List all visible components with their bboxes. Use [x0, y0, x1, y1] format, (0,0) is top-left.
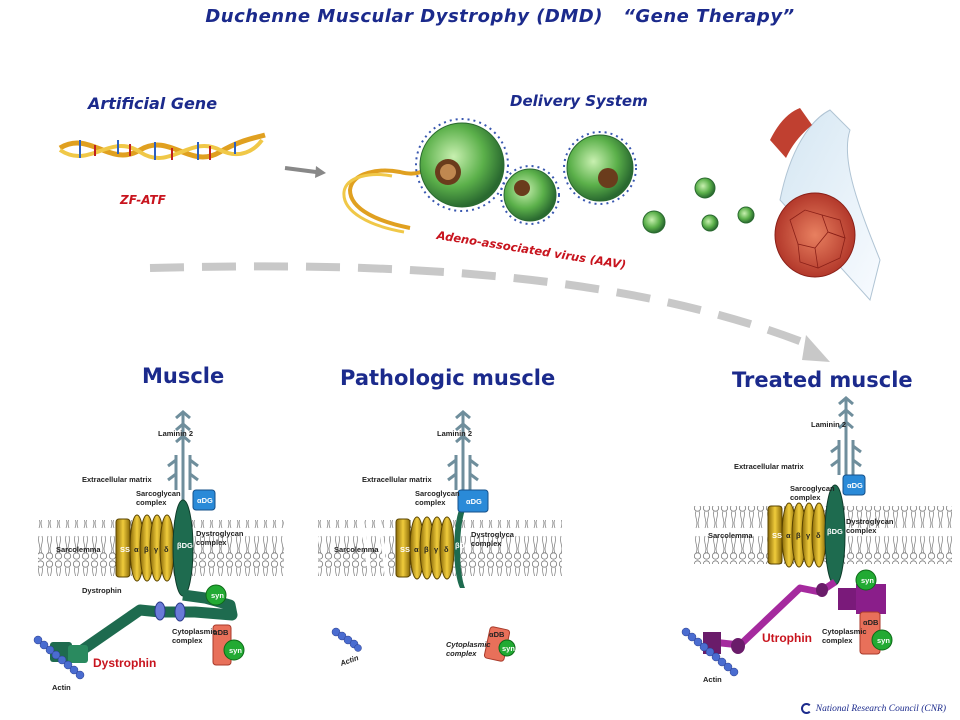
ss-label: SS [400, 545, 411, 554]
flow-arrow-icon [149, 262, 830, 362]
subunit-gamma: γ [434, 545, 439, 554]
subunit-beta: β [796, 531, 801, 540]
subunit-gamma: γ [806, 531, 811, 540]
dystrophin-label: Dystrophin [93, 656, 157, 670]
sarcolemma-label: Sarcolemma [56, 545, 101, 554]
arrow-icon [284, 166, 326, 178]
sarcoglycan-label: Sarcoglycan complex [136, 489, 181, 507]
footer-text: National Research Council (CNR) [815, 703, 946, 714]
actin-label: Actin [52, 683, 71, 692]
cytoplasmic-label: Cytoplasmic complex [822, 627, 867, 645]
laminin-label: Laminin 2 [811, 420, 847, 429]
dystroglycan-label: Dystroglycan complex [196, 529, 244, 547]
pathologic-panel [318, 410, 562, 662]
sarcoglycan-label: Sarcoglycan complex [790, 484, 835, 502]
ss-label: SS [772, 531, 783, 540]
actin-icon [681, 627, 739, 677]
panel-title-treated: Treated muscle [732, 368, 913, 392]
subunit-delta: δ [164, 545, 169, 554]
adb-label: αDB [213, 628, 229, 637]
aav-virus-icon [642, 177, 755, 234]
subunit-delta: δ [444, 545, 449, 554]
panel-title-muscle: Muscle [142, 364, 225, 388]
laminin-label: Laminin 2 [437, 429, 473, 438]
artificial-gene-label: Artificial Gene [88, 94, 218, 113]
dystroglycan-label: Dystroglyca complex [471, 530, 514, 548]
syn-label: syn [211, 591, 224, 600]
dna-helix-icon [58, 132, 266, 160]
adg-label: αDG [197, 496, 213, 505]
subunit-delta: δ [816, 531, 821, 540]
cytoplasmic-label: Cytoplasmic complex [446, 640, 491, 658]
footer: National Research Council (CNR) [800, 703, 946, 714]
ss-label: SS [120, 545, 131, 554]
sarcolemma-label: Sarcolemma [708, 531, 753, 540]
aav-virus-icon [563, 131, 637, 205]
subunit-alpha: α [786, 531, 791, 540]
sarcolemma-label: Sarcolemma [334, 545, 379, 554]
actin-icon [331, 627, 362, 652]
actin-icon [33, 635, 85, 680]
dystroglycan-label: Dystroglycan complex [846, 517, 894, 535]
muscle-panel [33, 410, 284, 680]
adg-label: αDG [466, 497, 482, 506]
aav-virus-icon [415, 118, 509, 212]
laminin-label: Laminin 2 [158, 429, 194, 438]
ecm-label: Extracellular matrix [82, 475, 152, 484]
panel-title-pathologic: Pathologic muscle [340, 366, 556, 390]
subunit-beta: β [144, 545, 149, 554]
syn-label: syn [229, 646, 242, 655]
subunit-gamma: γ [154, 545, 159, 554]
ecm-label: Extracellular matrix [734, 462, 804, 471]
utrophin-label: Utrophin [762, 631, 812, 645]
adb-label: αDB [489, 630, 505, 639]
bdg-label: βDG [827, 527, 843, 536]
bdg-label: βDG [455, 541, 471, 550]
syn-label: syn [877, 636, 890, 645]
gene-name-label: ZF-ATF [120, 193, 166, 207]
dna-strand-icon [342, 163, 432, 234]
subunit-alpha: α [414, 545, 419, 554]
syn-label: syn [502, 644, 515, 653]
page-title: Duchenne Muscular Dystrophy (DMD) “Gene … [205, 6, 795, 27]
muscle-bundle-icon [770, 108, 881, 302]
laminin-icon [167, 410, 199, 510]
adb-label: αDB [863, 618, 879, 627]
dystrophin-small-label: Dystrophin [82, 586, 122, 595]
sarcoglycan-label: Sarcoglycan complex [415, 489, 460, 507]
bdg-label: βDG [177, 541, 193, 550]
subunit-alpha: α [134, 545, 139, 554]
actin-label: Actin [703, 675, 722, 684]
subunit-beta: β [424, 545, 429, 554]
cytoplasmic-label: Cytoplasmic complex [172, 627, 217, 645]
delivery-system-label: Delivery System [510, 92, 648, 110]
adg-label: αDG [847, 481, 863, 490]
treated-panel [681, 396, 952, 677]
syn-label: syn [861, 576, 874, 585]
cnr-logo-icon [800, 703, 812, 714]
ecm-label: Extracellular matrix [362, 475, 432, 484]
aav-virus-icon [500, 165, 560, 225]
